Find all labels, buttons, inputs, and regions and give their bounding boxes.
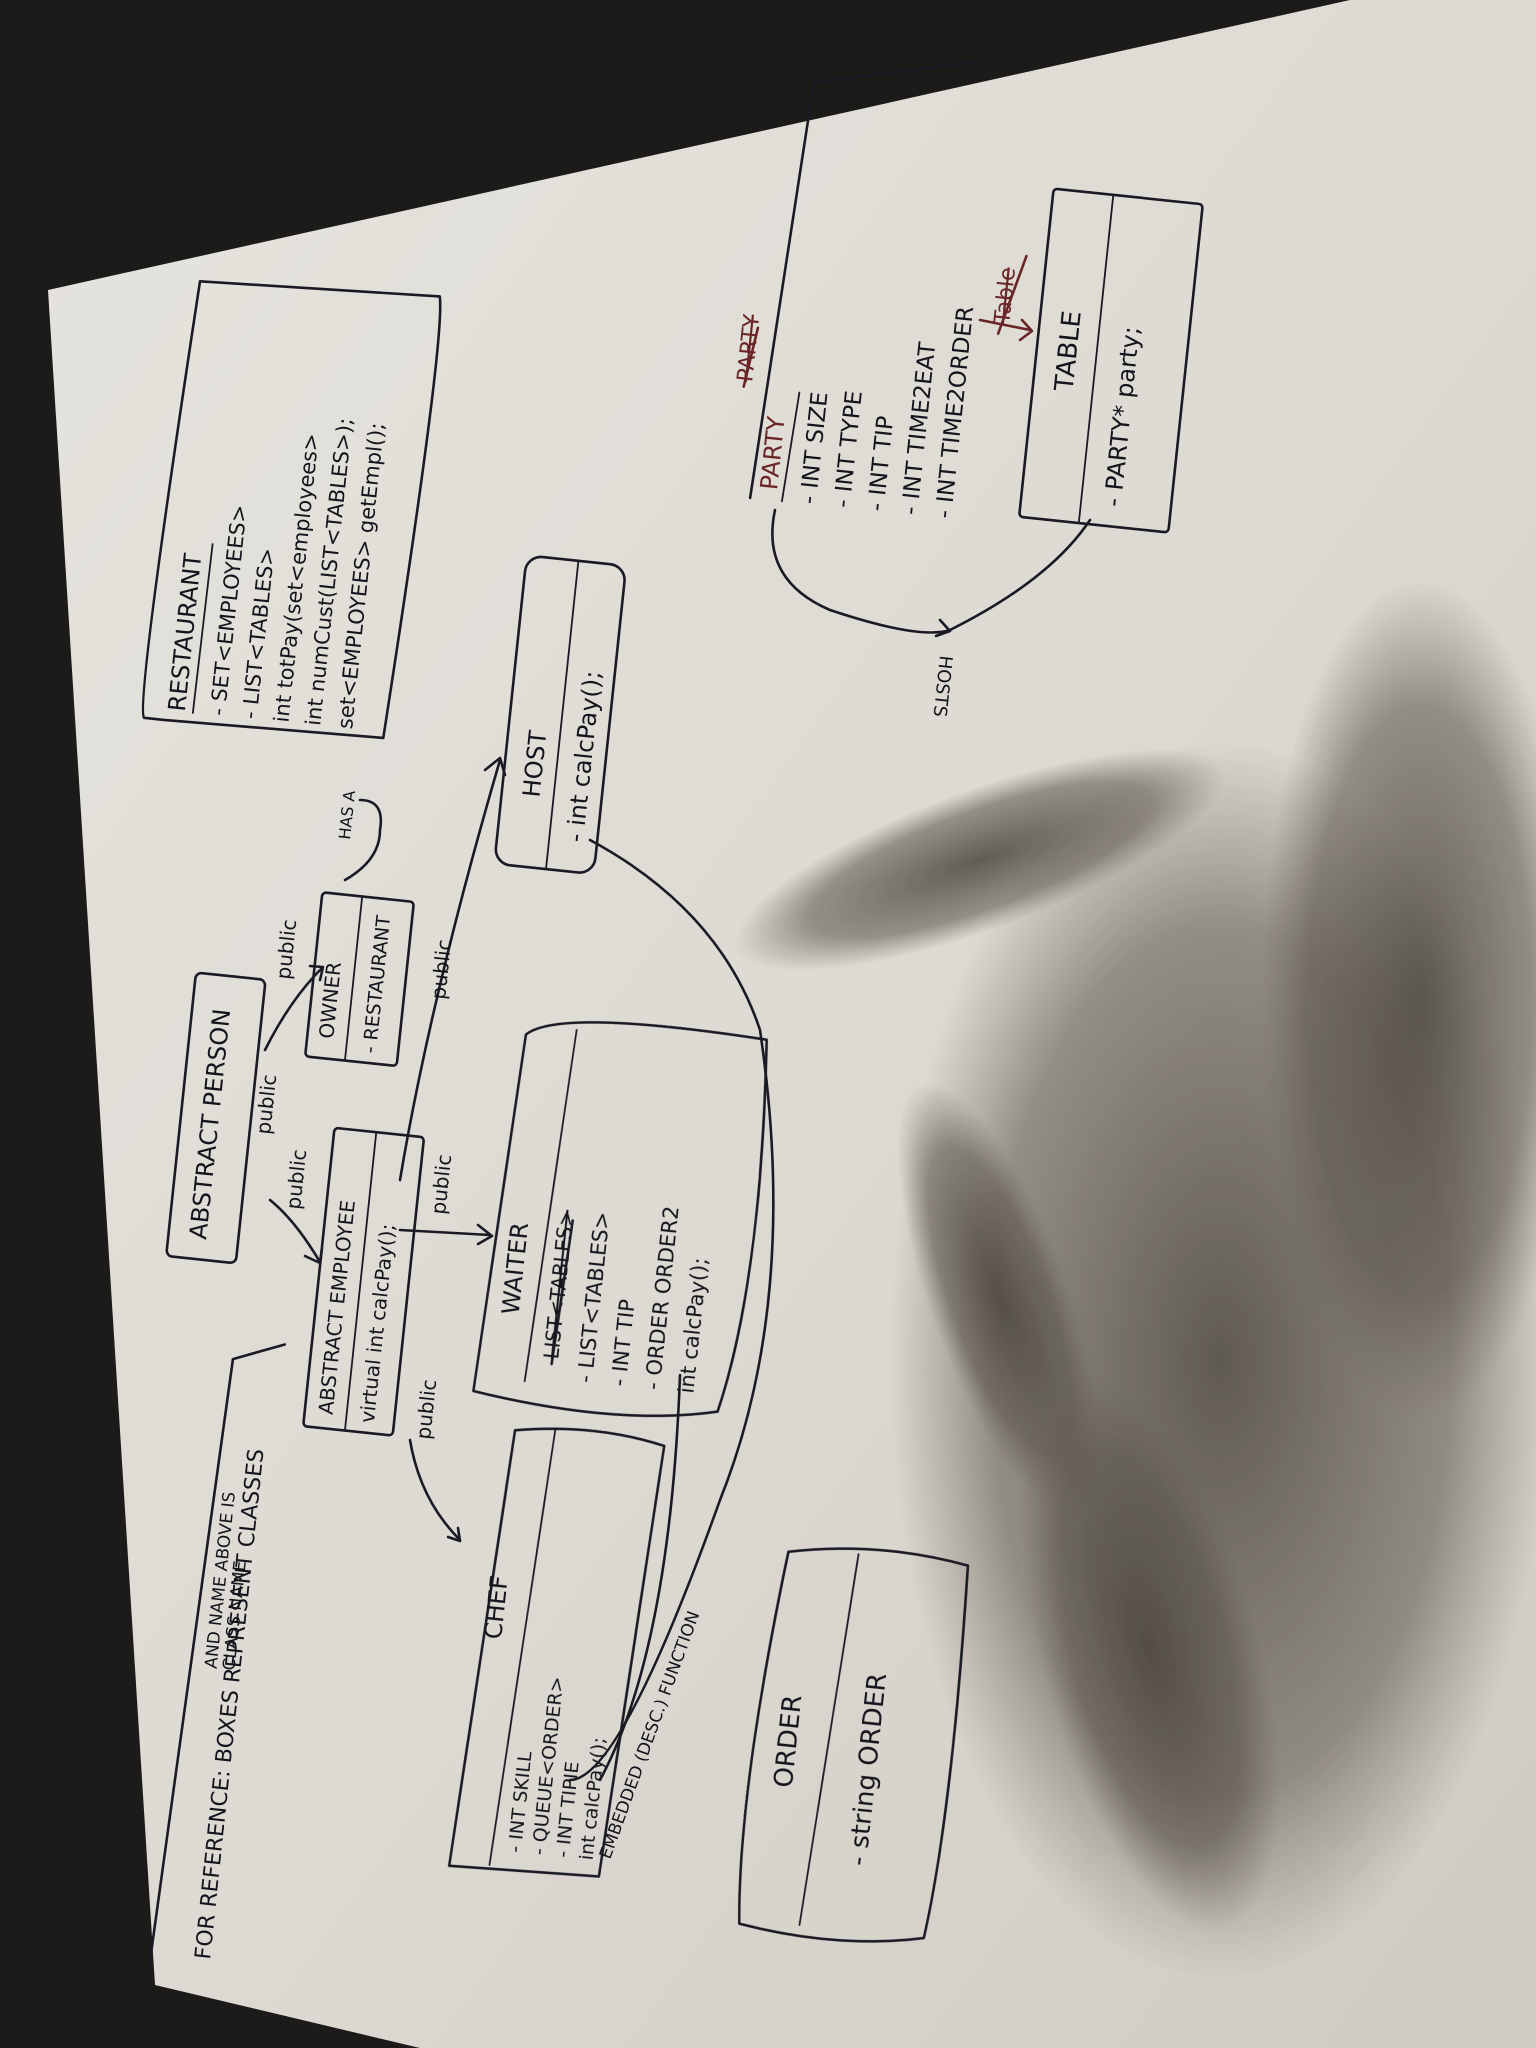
arrow-employee-chef bbox=[408, 1438, 462, 1542]
arrow-party-table bbox=[978, 318, 1032, 332]
arc-hosts-left bbox=[771, 508, 952, 634]
chef-title: CHEF bbox=[479, 1574, 514, 1640]
arrow-person-owner bbox=[263, 966, 324, 1052]
hand-shadow bbox=[734, 580, 1536, 1980]
arc-hosts-right bbox=[948, 518, 1092, 632]
connectors bbox=[263, 318, 1092, 1782]
arrow-employee-host bbox=[398, 758, 502, 1182]
arrow-person-employee bbox=[268, 1198, 322, 1264]
swoop-host-chef bbox=[568, 838, 775, 1782]
arrow-owner-restaurant bbox=[343, 798, 383, 882]
host-title: HOST bbox=[518, 729, 553, 799]
owner-class: OWNER - RESTAURANT bbox=[304, 891, 415, 1067]
swoop-waiter-chef bbox=[598, 1373, 682, 1782]
arrow-employee-waiter bbox=[398, 1228, 492, 1237]
